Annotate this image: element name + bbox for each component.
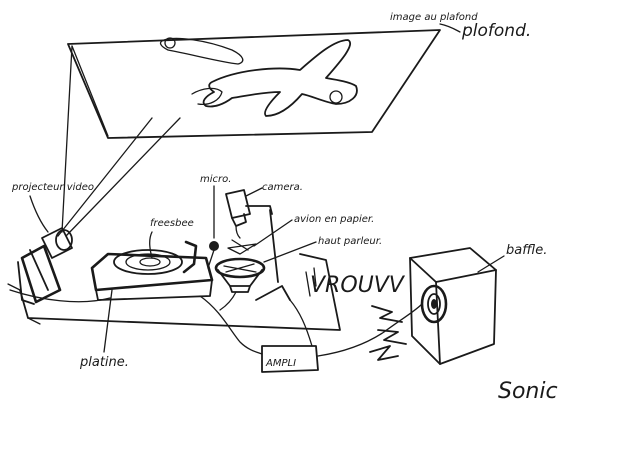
video-projector	[17, 227, 73, 305]
label-avion-en-papier: avion en papier.	[294, 214, 374, 225]
ceiling-image-plane	[67, 29, 441, 139]
leader-avion	[253, 219, 293, 247]
label-camera: camera.	[262, 182, 303, 193]
airplane-drawing	[159, 37, 358, 117]
table-surface	[7, 253, 341, 331]
label-platine: platine.	[79, 355, 129, 370]
camera	[225, 189, 291, 301]
label-plafond-suffix: plofond.	[461, 21, 531, 41]
leader-plafond	[439, 23, 461, 33]
amplifier	[261, 345, 319, 373]
label-image-au-plafond: image au plafond	[390, 12, 478, 23]
sound-waves	[369, 305, 407, 361]
turntable	[90, 240, 214, 301]
projection-beam	[57, 45, 181, 237]
label-ampli: AMPLI	[265, 358, 296, 369]
leader-haut-parleur	[263, 241, 317, 263]
leader-platine	[103, 289, 113, 353]
loudspeaker	[214, 257, 266, 293]
signature: Sonic	[498, 379, 558, 404]
leader-projecteur	[29, 195, 49, 233]
leader-freesbee	[149, 231, 153, 259]
label-projecteur-video: projecteur video.	[11, 182, 97, 193]
paper-plane	[227, 239, 257, 255]
label-baffle: baffle.	[506, 243, 547, 258]
speaker-box	[409, 247, 497, 365]
label-micro: micro.	[200, 174, 231, 185]
vrouvv-marks	[305, 267, 317, 297]
leader-baffle	[477, 255, 505, 273]
label-vrouvv: VROUVV	[310, 273, 406, 298]
label-haut-parleur: haut parleur.	[318, 236, 382, 247]
microphone	[207, 241, 219, 269]
cables	[9, 289, 423, 357]
label-freesbee: freesbee	[150, 218, 194, 229]
leader-camera	[245, 187, 263, 197]
